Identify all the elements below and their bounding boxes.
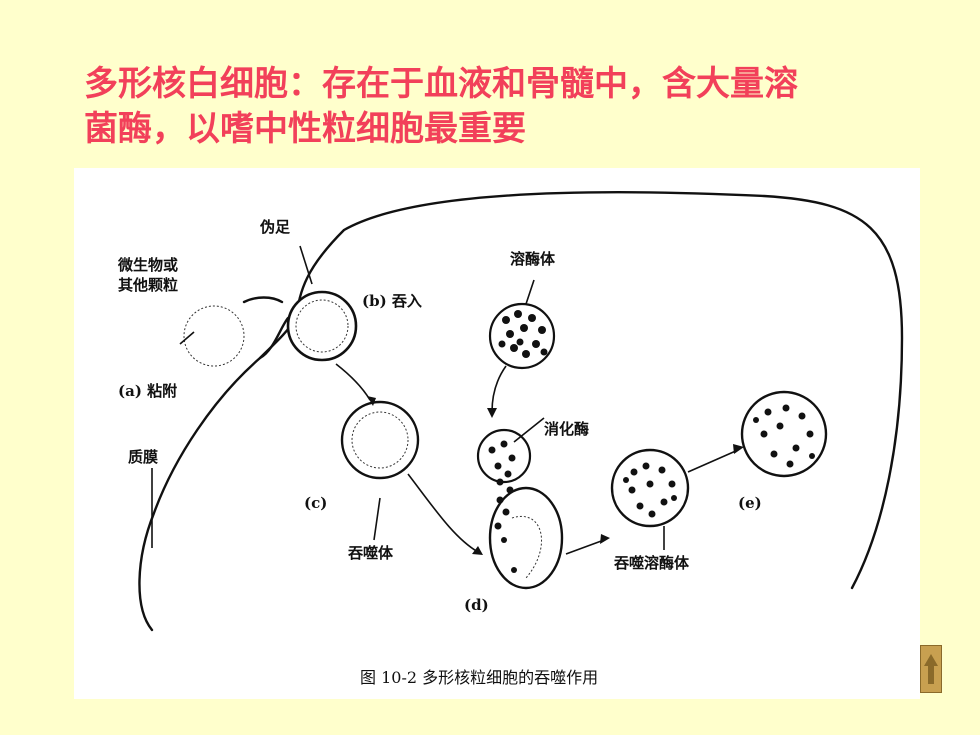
label-stage-a: (a) 粘附 [118, 382, 178, 400]
phagocytosis-figure: 伪足 微生物或 其他颗粒 (a) 粘附 (b) 吞入 (c) (d) (e) 质… [74, 168, 920, 699]
arrow-c-to-d [407, 473, 479, 553]
cell-membrane [138, 191, 904, 632]
pseudopod-curve [258, 316, 290, 360]
label-membrane: 质膜 [128, 448, 159, 466]
label-stage-d: (d) [464, 596, 489, 614]
phagolysosome [610, 448, 690, 528]
label-stage-c: (c) [304, 494, 328, 512]
title-line-1: 多形核白细胞：存在于血液和骨髓中，含大量溶 [84, 64, 798, 104]
title-line-2: 菌酶，以嗜中性粒细胞最重要 [84, 109, 526, 149]
label-stage-e: (e) [738, 494, 762, 512]
up-arrow-icon [924, 654, 938, 684]
fusing-enzymes [488, 440, 517, 573]
nav-up-button[interactable] [920, 645, 942, 693]
engulfing-vesicle [286, 290, 358, 362]
phagocytosis-diagram [138, 191, 904, 632]
residual-body [740, 390, 828, 478]
phagolysosome-contents [623, 462, 677, 518]
phagosome [340, 400, 420, 480]
figure-caption: 图 10-2 多形核粒细胞的吞噬作用 [360, 668, 599, 687]
lysosome-enzymes [498, 310, 548, 358]
label-microbe-line2: 其他颗粒 [118, 276, 179, 294]
label-stage-b: (b) 吞入 [362, 292, 422, 310]
lysosome [488, 302, 556, 370]
residual-contents [753, 404, 815, 468]
microbe-edge-arc [242, 296, 284, 304]
label-phagosome: 吞噬体 [348, 544, 394, 562]
label-lysosome: 溶酶体 [510, 250, 556, 268]
arrow-lysosome-to-d [491, 365, 507, 413]
fusing-lysosome [476, 428, 532, 484]
label-digestive-enzyme: 消化酶 [544, 420, 590, 438]
label-microbe-line1: 微生物或 [118, 256, 179, 274]
microbe-particle [183, 305, 245, 367]
arrow-b-to-c [335, 363, 371, 401]
label-pseudopod: 伪足 [260, 218, 291, 236]
label-phagolysosome: 吞噬溶酶体 [614, 554, 690, 572]
arrow-d-to-phagolysosome [565, 539, 605, 555]
slide-title: 多形核白细胞：存在于血液和骨髓中，含大量溶 菌酶，以嗜中性粒细胞最重要 [84, 62, 924, 152]
arrow-to-e [687, 449, 739, 473]
